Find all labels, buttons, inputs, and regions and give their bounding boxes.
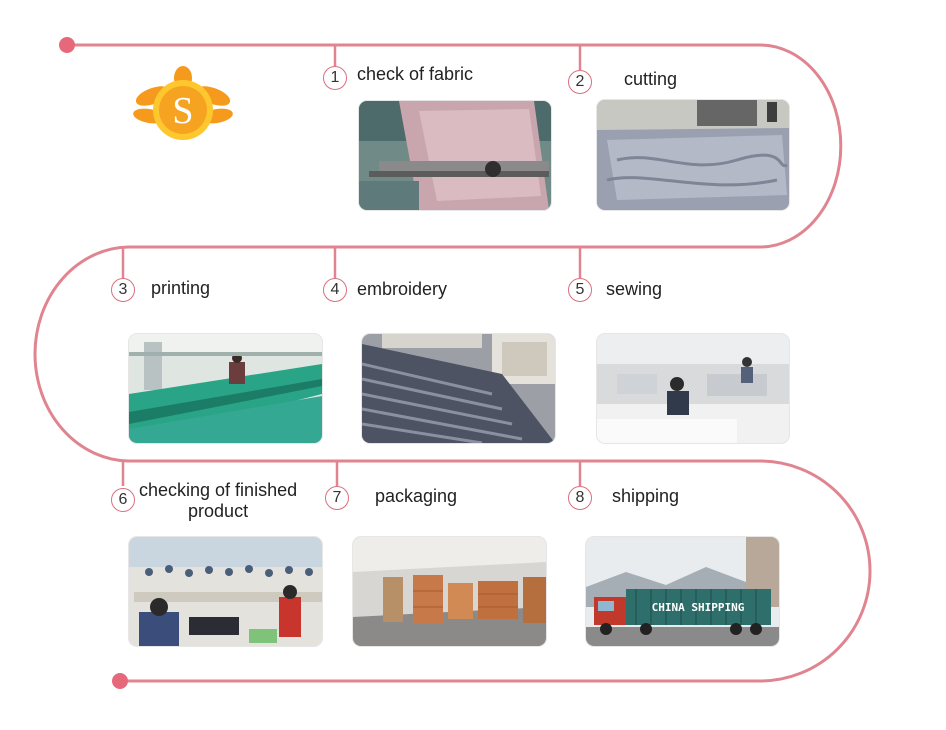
fabric-inspection-photo <box>359 101 551 210</box>
truck-container-text: CHINA SHIPPING <box>652 601 745 614</box>
embroidery-photo <box>362 334 555 443</box>
step-title: check of fabric <box>357 64 474 84</box>
step-title: embroidery <box>357 279 448 299</box>
step-number: 4 <box>323 278 347 302</box>
step-title-line-2: product <box>188 501 249 521</box>
shipping-photo: CHINA SHIPPING <box>586 537 779 646</box>
finished-product-check-photo <box>129 537 322 646</box>
step-7-label: 7 packaging <box>325 486 457 510</box>
step-title: sewing <box>606 279 663 299</box>
step-6-label: 6 checking of finished product <box>111 480 297 522</box>
track-start-dot <box>59 37 75 53</box>
step-title: shipping <box>612 486 680 506</box>
sewing-photo <box>597 334 789 443</box>
sun-s-logo-icon: S <box>133 66 233 148</box>
step-number: 2 <box>568 70 592 94</box>
step-4-label: 4 embroidery <box>323 278 447 302</box>
step-1-label: 1 check of fabric <box>323 64 474 90</box>
cutting-photo <box>597 100 789 210</box>
step-number: 7 <box>325 486 349 510</box>
step-number: 5 <box>568 278 592 302</box>
packaging-photo <box>353 537 546 646</box>
step-title: cutting <box>624 69 678 89</box>
step-3-label: 3 printing <box>111 278 210 302</box>
step-number: 8 <box>568 486 592 510</box>
step-number: 1 <box>323 66 347 90</box>
track-end-dot <box>112 673 128 689</box>
step-number: 6 <box>111 488 135 512</box>
step-title: printing <box>151 278 211 298</box>
step-5-label: 5 sewing <box>568 278 662 302</box>
step-title: packaging <box>375 486 458 506</box>
logo-letter: S <box>172 90 193 132</box>
step-2-label: 2 cutting <box>568 69 678 94</box>
step-title: checking of finished product <box>139 480 297 522</box>
step-title-line-1: checking of finished <box>139 480 298 500</box>
step-number: 3 <box>111 278 135 302</box>
step-8-label: 8 shipping <box>568 486 679 510</box>
track-line <box>33 43 872 683</box>
printing-photo <box>129 334 322 443</box>
